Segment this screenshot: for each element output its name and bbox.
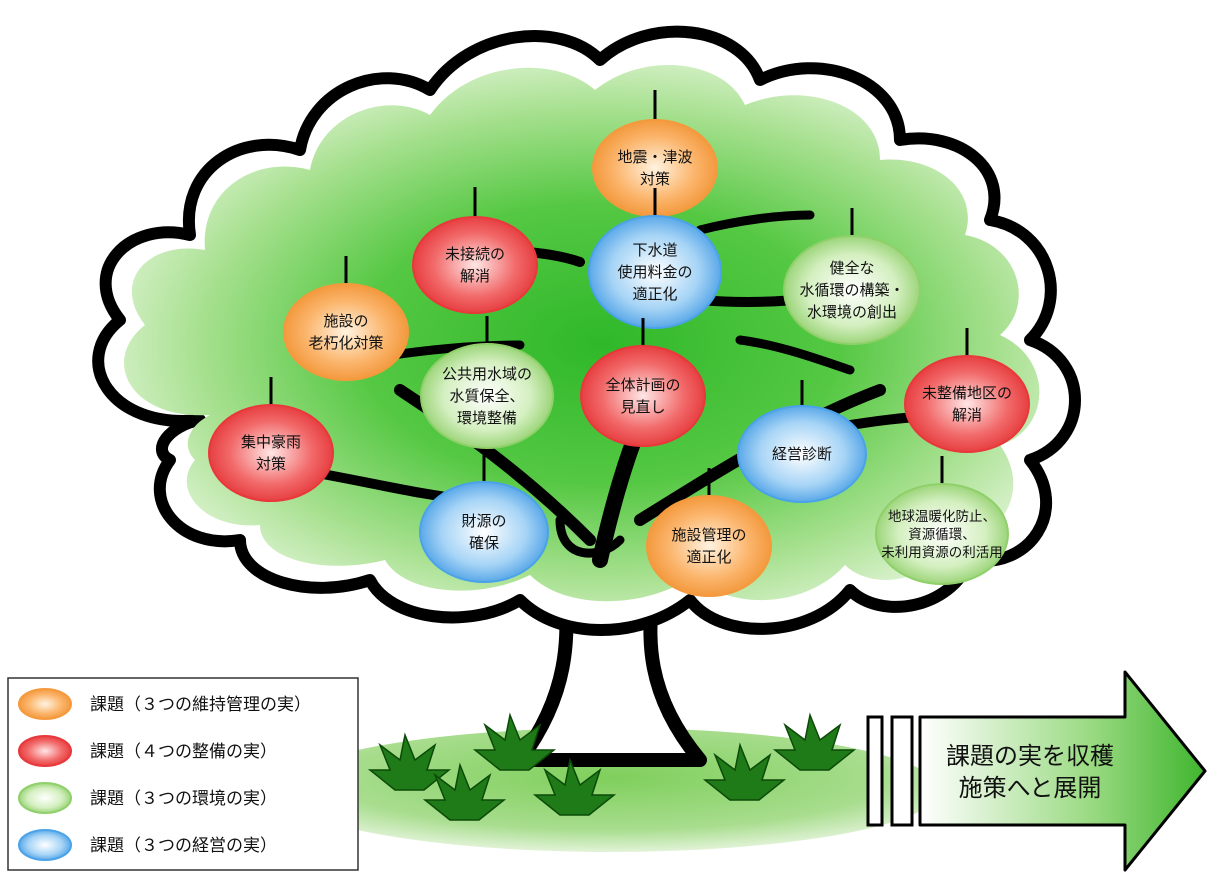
arrow-line-1: 課題の実を収穫 [946,742,1114,770]
ground-plants [367,712,857,821]
legend: 課題（３つの維持管理の実） 課題（４つの整備の実） 課題（３つの環境の実） 課題（３つ… [7,677,359,871]
fruit-shape [783,235,921,345]
legend-item-environment: 課題（３つの環境の実） [18,782,277,814]
fruit-label-line: 水循環の構築・ [799,281,904,299]
fruit-label-line: 適正化 [686,548,731,566]
fruit-shape [875,483,1009,585]
ground [280,728,940,852]
fruit-label-line: 水環境の創出 [807,303,897,321]
legend-swatch [18,829,72,861]
legend-swatch [18,688,72,720]
legend-label: 課題（３つの経営の実） [90,836,277,856]
legend-label: 課題（４つの整備の実） [90,742,277,762]
fruit-shape [646,495,772,597]
legend-item-management: 課題（３つの経営の実） [18,829,277,861]
fruit-shape [737,405,867,503]
fruit-shape [580,345,706,447]
fruit-label-line: 未利用資源の利活用 [881,545,1003,561]
fruit-label-line: 公共用水域の [442,365,532,383]
fruit-label-line: 解消 [460,267,490,285]
fruit-shape [208,404,334,502]
fruit-shape [412,216,538,314]
arrow-stripe-1 [866,715,884,827]
fruit-label-line: 対策 [256,455,286,473]
fruit-label-line: 施設の [323,312,368,330]
legend-swatch [18,735,72,767]
fruit-label-line: 老朽化対策 [308,334,383,352]
arrow-line-2: 施策へと展開 [959,774,1102,802]
legend-item-development: 課題（４つの整備の実） [18,735,277,767]
fruit-shape [420,343,554,449]
fruit-shape [283,283,409,381]
fruit-shape [588,215,722,329]
fruit-label-line: 地震・津波 [617,148,692,166]
fruit-diagnosis: 経営診断 [737,380,867,503]
fruit-label-line: 財源の [461,512,506,530]
fruit-label-line: 施設管理の [671,526,746,544]
fruit-label-line: 確保 [469,534,499,552]
fruit-label-line: 全体計画の [605,376,680,394]
fruit-label-line: 下水道 [632,241,677,259]
fruit-label-line: 経営診断 [772,445,832,463]
fruit-label-line: 地球温暖化防止、 [888,509,996,525]
legend-label: 課題（３つの環境の実） [90,789,277,809]
legend-swatch [18,782,72,814]
fruit-shape [904,355,1030,453]
fruit-label-line: 対策 [640,170,670,188]
fruit-label-line: 集中豪雨 [241,433,301,451]
fruit-label-line: 見直し [620,398,665,416]
fruit-label-line: 水質保全、 [449,387,524,405]
fruit-label-line: 資源循環、 [908,527,976,543]
fruit-label-line: 未整備地区の [922,384,1012,402]
fruit-shape [419,481,549,583]
legend-item-maintenance: 課題（３つの維持管理の実） [18,688,311,720]
fruit-label-line: 使用料金の [617,263,692,281]
fruit-layer: 地震・津波対策未接続の解消下水道使用料金の適正化健全な水循環の構築・水環境の創出… [208,90,1030,597]
fruit-label-line: 環境整備 [457,409,517,427]
arrow-body [918,670,1207,872]
fruit-label-line: 適正化 [632,285,677,303]
legend-label: 課題（３つの維持管理の実） [90,695,311,715]
arrow-stripe-2 [890,715,914,827]
fruit-label-line: 未接続の [445,245,505,263]
fruit-label-line: 解消 [952,406,982,424]
fruit-label-line: 健全な [829,259,874,277]
fruit-warming: 地球温暖化防止、資源循環、未利用資源の利活用 [875,456,1009,585]
harvest-arrow: 課題の実を収穫 施策へと展開 [866,670,1207,872]
